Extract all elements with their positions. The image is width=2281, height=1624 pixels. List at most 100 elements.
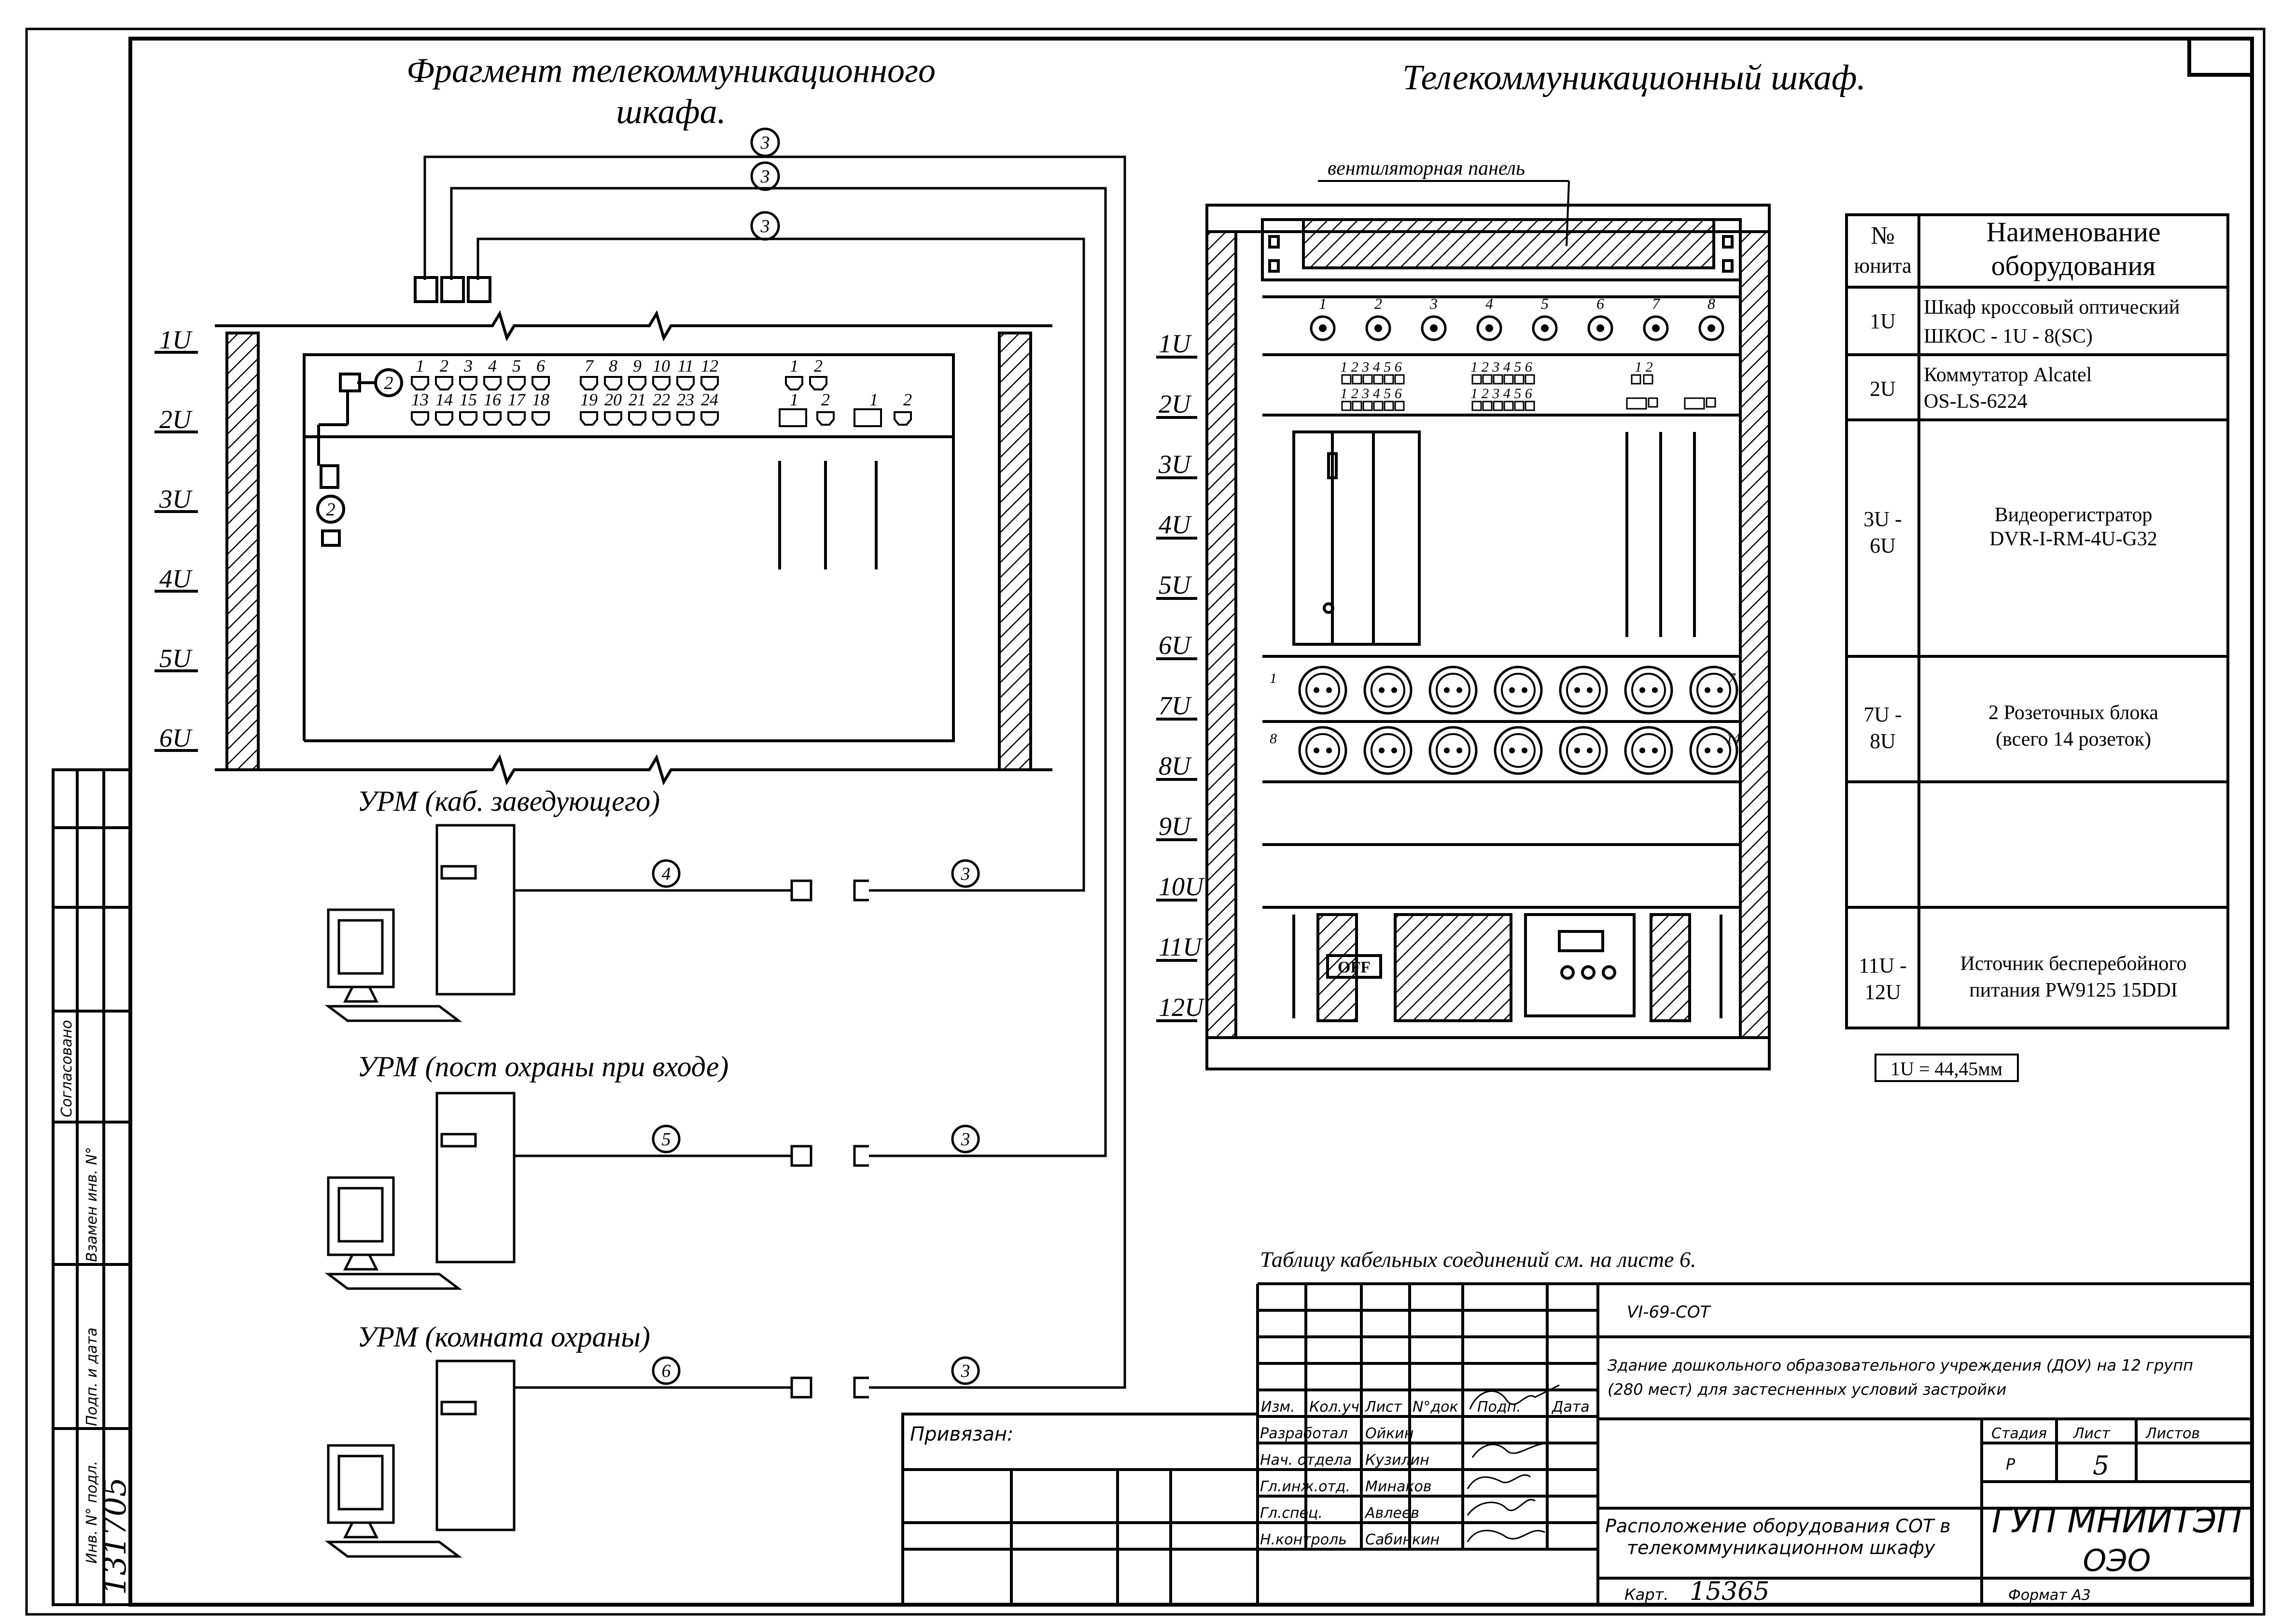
- sw-a-top-label-2: 2: [440, 356, 448, 375]
- sw-b-bot-label-24: 24: [701, 390, 718, 409]
- socket-num-1: 1: [1270, 670, 1277, 686]
- sw-b-bot-port-24: [700, 411, 719, 426]
- socket-inner: [1305, 673, 1340, 708]
- socket-pin: [1379, 687, 1385, 693]
- cab-unit-2U: 2U: [1159, 389, 1192, 418]
- sw-b-top-label-12: 12: [701, 356, 718, 375]
- role-2: Нач. отдела: [1260, 1452, 1352, 1469]
- sw-b-bot-label-22: 22: [653, 390, 670, 409]
- sw-a-top-port-1: [411, 376, 429, 390]
- cab-unit-6U: 6U: [1159, 631, 1192, 660]
- sfp-slot: [779, 408, 807, 427]
- format: Формат А3: [2008, 1587, 2091, 1604]
- alcatel-port: [1362, 401, 1373, 411]
- sw-b-top-port-9: [628, 376, 646, 390]
- name-1: Ойкин: [1365, 1425, 1413, 1442]
- outer-border: [25, 28, 2266, 1616]
- optical-port-1: [1310, 315, 1336, 341]
- ws3-label: УРМ (комната охраны): [357, 1321, 650, 1353]
- row6-name1: Источник бесперебойного: [1960, 953, 2186, 975]
- sw-d-label-2: 2: [821, 390, 830, 409]
- cab-unit-11U: 11U: [1159, 932, 1203, 961]
- sheet-value: 5: [2093, 1450, 2109, 1481]
- optical-port-label-8: 8: [1707, 295, 1715, 312]
- sw-e-port: [894, 411, 912, 426]
- alcatel-port: [1373, 401, 1384, 411]
- workstation-labels: УРМ (каб. заведующего) УРМ (пост охраны …: [357, 785, 728, 1353]
- socket-pin: [1522, 748, 1527, 753]
- alcatel-port: [1482, 374, 1493, 385]
- row2-unit: 2U: [1870, 377, 1896, 401]
- socket-pin: [1717, 687, 1723, 693]
- ws-right-label-2: 3: [961, 1129, 970, 1150]
- sw-e-label-2: 2: [903, 390, 912, 409]
- frag-unit-6: 6U: [159, 723, 193, 752]
- row6-name2: питания PW9125 15DDI: [1969, 979, 2177, 1001]
- kart-label: Карт.: [1624, 1585, 1668, 1604]
- sw-e-label-1: 1: [869, 390, 878, 409]
- optical-port-label-7: 7: [1652, 295, 1661, 312]
- alcatel-port: [1482, 401, 1493, 411]
- optical-port-label-4: 4: [1485, 295, 1493, 312]
- socket-pin: [1509, 748, 1515, 753]
- sw-b-top-label-11: 11: [677, 356, 693, 375]
- sw-a-bot-port-15: [459, 411, 477, 426]
- th-name-1: Наименование: [1986, 216, 2160, 248]
- monitor-screen: [337, 919, 384, 975]
- sw-b-bot-label-19: 19: [580, 390, 598, 409]
- ws-cable-label-3: 6: [662, 1361, 671, 1381]
- sheets-header: Листов: [2145, 1425, 2200, 1442]
- socket-outer: [1559, 666, 1608, 715]
- alcatel-port: [1384, 374, 1394, 385]
- cable-label-3: 3: [760, 216, 770, 236]
- sw-a-top-label-4: 4: [488, 356, 497, 375]
- side-inv-value: 131705: [98, 1477, 133, 1595]
- socket-outer: [1363, 666, 1413, 715]
- row1-name2: ШКОС - 1U - 8(SC): [1924, 325, 2093, 347]
- row2-name2: OS-LS-6224: [1924, 390, 2028, 413]
- alcatel-port: [1514, 374, 1525, 385]
- role-3: Гл.инж.отд.: [1260, 1478, 1350, 1495]
- hdr-list: Лист: [1365, 1399, 1403, 1416]
- socket-num-14: 14: [1726, 731, 1740, 747]
- alcatel-port: [1471, 401, 1482, 411]
- socket-pin: [1509, 687, 1515, 693]
- row4-name1: 2 Розеточных блока: [1988, 702, 2158, 724]
- optical-port-label-1: 1: [1319, 295, 1327, 312]
- unit-note: 1U = 44,45мм: [1890, 1058, 2002, 1080]
- optical-port-label-5: 5: [1541, 295, 1549, 312]
- frag-unit-5: 5U: [159, 644, 193, 673]
- monitor-stand: [343, 1253, 379, 1271]
- alcatel-port: [1493, 374, 1503, 385]
- cab-unit-4U: 4U: [1159, 510, 1192, 539]
- alcatel-port: [1352, 401, 1362, 411]
- cable-circle: [652, 1356, 681, 1385]
- rj45-plug: [790, 1376, 812, 1399]
- socket-pin: [1587, 687, 1593, 693]
- title-block: VI-69-СОТ Здание дошкольного образовател…: [910, 1303, 2242, 1606]
- role-4: Гл.спец.: [1260, 1505, 1323, 1522]
- hdr-ndok: N°док: [1413, 1399, 1458, 1416]
- sw-a-bot-label-13: 13: [411, 390, 429, 409]
- cable-circle: [951, 1124, 980, 1153]
- alcatel-group-top-1: 1 2 3 4 5 6: [1340, 359, 1402, 375]
- sw-c-label-2: 2: [814, 356, 823, 375]
- stage-header: Стадия: [1991, 1425, 2047, 1442]
- sw-b-bot-port-19: [580, 411, 598, 426]
- alcatel-port: [1525, 401, 1535, 411]
- optical-port-5: [1532, 315, 1558, 341]
- cab-unit-5U: 5U: [1159, 570, 1192, 599]
- sw-a-bot-port-17: [507, 411, 526, 426]
- cabinet-title: Телекоммуникационный шкаф.: [1402, 58, 1866, 97]
- socket-outer: [1494, 666, 1543, 715]
- sw-a-top-port-4: [483, 376, 502, 390]
- socket-inner: [1566, 733, 1601, 768]
- sw-b-bot-port-21: [628, 411, 646, 426]
- socket-inner: [1371, 733, 1405, 768]
- equipment-table: № юнита Наименование оборудования 1U Шка…: [1854, 216, 2186, 1080]
- monitor-stand: [343, 1521, 379, 1539]
- fragment-title-line1: Фрагмент телекоммуникационного: [406, 51, 936, 90]
- cab-unit-9U: 9U: [1159, 812, 1192, 841]
